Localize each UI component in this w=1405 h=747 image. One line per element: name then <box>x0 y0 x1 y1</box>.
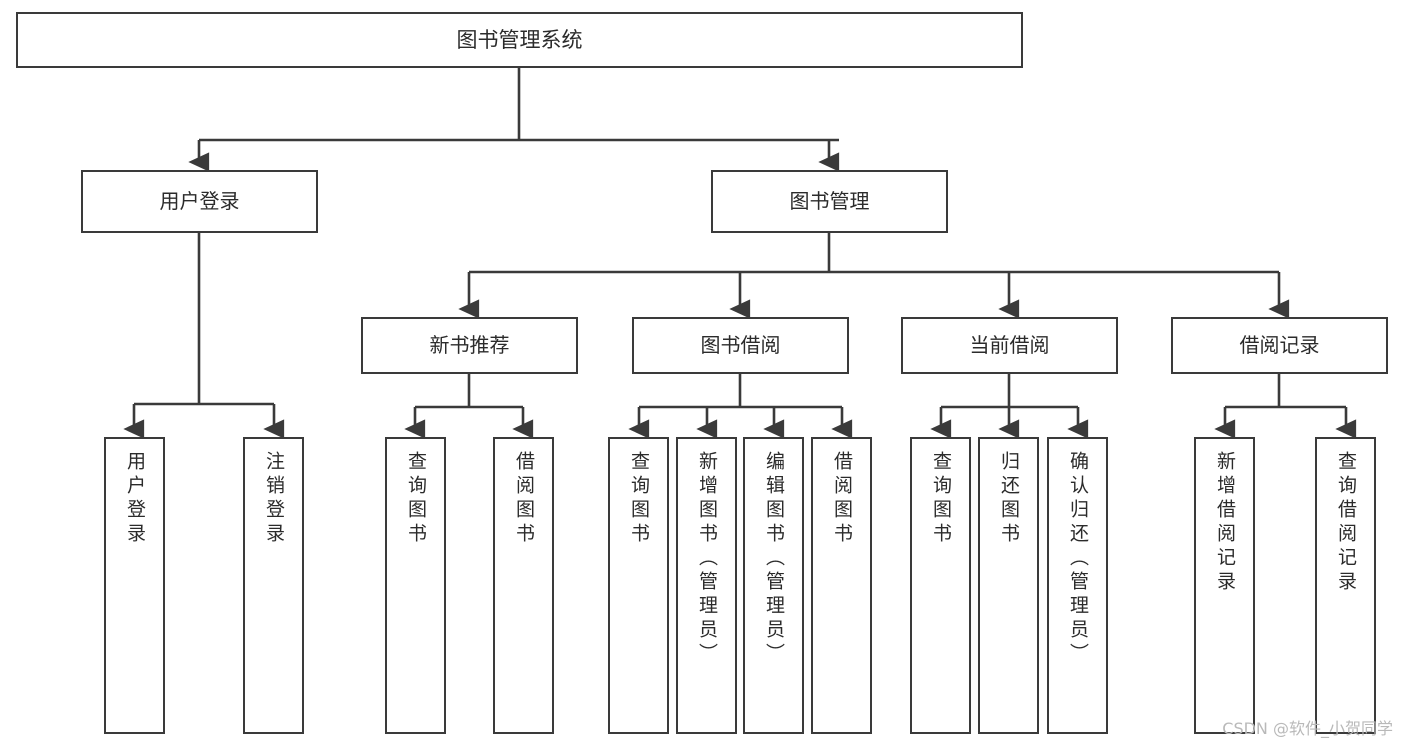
leaf-edit-book-admin[interactable]: 编辑图书（管理员） <box>743 437 804 734</box>
node-label: 当前借阅 <box>969 333 1050 357</box>
leaf-borrow-book-recommend[interactable]: 借阅图书 <box>493 437 554 734</box>
node-label: 新书推荐 <box>429 333 510 357</box>
leaf-confirm-return-admin[interactable]: 确认归还（管理员） <box>1047 437 1108 734</box>
node-label: 用户登录 <box>159 189 240 213</box>
node-root-system[interactable]: 图书管理系统 <box>16 12 1023 68</box>
node-label: 查询图书 <box>628 451 650 547</box>
leaf-add-borrow-record[interactable]: 新增借阅记录 <box>1194 437 1255 734</box>
leaf-user-logout[interactable]: 注销登录 <box>243 437 304 734</box>
leaf-query-borrow-record[interactable]: 查询借阅记录 <box>1315 437 1376 734</box>
node-label: 图书管理 <box>789 189 870 213</box>
node-label: 借阅图书 <box>513 451 535 547</box>
node-label: 查询图书 <box>930 451 952 547</box>
node-label: 用户登录 <box>124 451 146 547</box>
leaf-return-book[interactable]: 归还图书 <box>978 437 1039 734</box>
node-label: 新增图书（管理员） <box>696 451 718 667</box>
node-borrow-record[interactable]: 借阅记录 <box>1171 317 1388 374</box>
node-label: 图书管理系统 <box>456 27 583 52</box>
node-label: 编辑图书（管理员） <box>763 451 785 667</box>
node-current-borrow[interactable]: 当前借阅 <box>901 317 1118 374</box>
leaf-borrow-book[interactable]: 借阅图书 <box>811 437 872 734</box>
leaf-query-book-borrow[interactable]: 查询图书 <box>608 437 669 734</box>
node-label: 查询借阅记录 <box>1335 451 1357 595</box>
node-book-management[interactable]: 图书管理 <box>711 170 948 233</box>
node-label: 确认归还（管理员） <box>1067 451 1089 667</box>
node-label: 借阅记录 <box>1239 333 1320 357</box>
node-label: 新增借阅记录 <box>1214 451 1236 595</box>
leaf-user-login[interactable]: 用户登录 <box>104 437 165 734</box>
node-new-book-recommend[interactable]: 新书推荐 <box>361 317 578 374</box>
leaf-add-book-admin[interactable]: 新增图书（管理员） <box>676 437 737 734</box>
node-label: 图书借阅 <box>700 333 781 357</box>
node-label: 查询图书 <box>405 451 427 547</box>
leaf-query-book-current[interactable]: 查询图书 <box>910 437 971 734</box>
node-label: 归还图书 <box>998 451 1020 547</box>
node-label: 注销登录 <box>263 451 285 547</box>
node-book-borrow[interactable]: 图书借阅 <box>632 317 849 374</box>
leaf-query-book-recommend[interactable]: 查询图书 <box>385 437 446 734</box>
node-user-login[interactable]: 用户登录 <box>81 170 318 233</box>
node-label: 借阅图书 <box>831 451 853 547</box>
